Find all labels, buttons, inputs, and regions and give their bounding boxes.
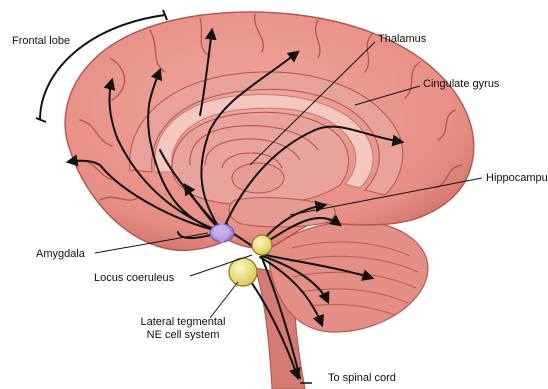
label-lateral-tegmental: Lateral tegmental NE cell system — [118, 316, 248, 342]
locus-coeruleus-nucleus — [252, 235, 272, 255]
label-thalamus: Thalamus — [378, 33, 426, 46]
label-lateral-tegmental-line2: NE cell system — [118, 329, 248, 342]
lateral-tegmental-nucleus — [229, 258, 257, 286]
label-lateral-tegmental-line1: Lateral tegmental — [118, 316, 248, 329]
thalamus-body — [232, 163, 284, 193]
label-locus-coeruleus: Locus coeruleus — [94, 272, 174, 285]
label-hippocampus: Hippocampus — [486, 172, 548, 185]
label-to-spinal-cord: To spinal cord — [328, 372, 396, 385]
label-amygdala: Amygdala — [36, 248, 85, 261]
label-frontal-lobe: Frontal lobe — [12, 35, 70, 48]
label-cingulate-gyrus: Cingulate gyrus — [423, 78, 499, 91]
